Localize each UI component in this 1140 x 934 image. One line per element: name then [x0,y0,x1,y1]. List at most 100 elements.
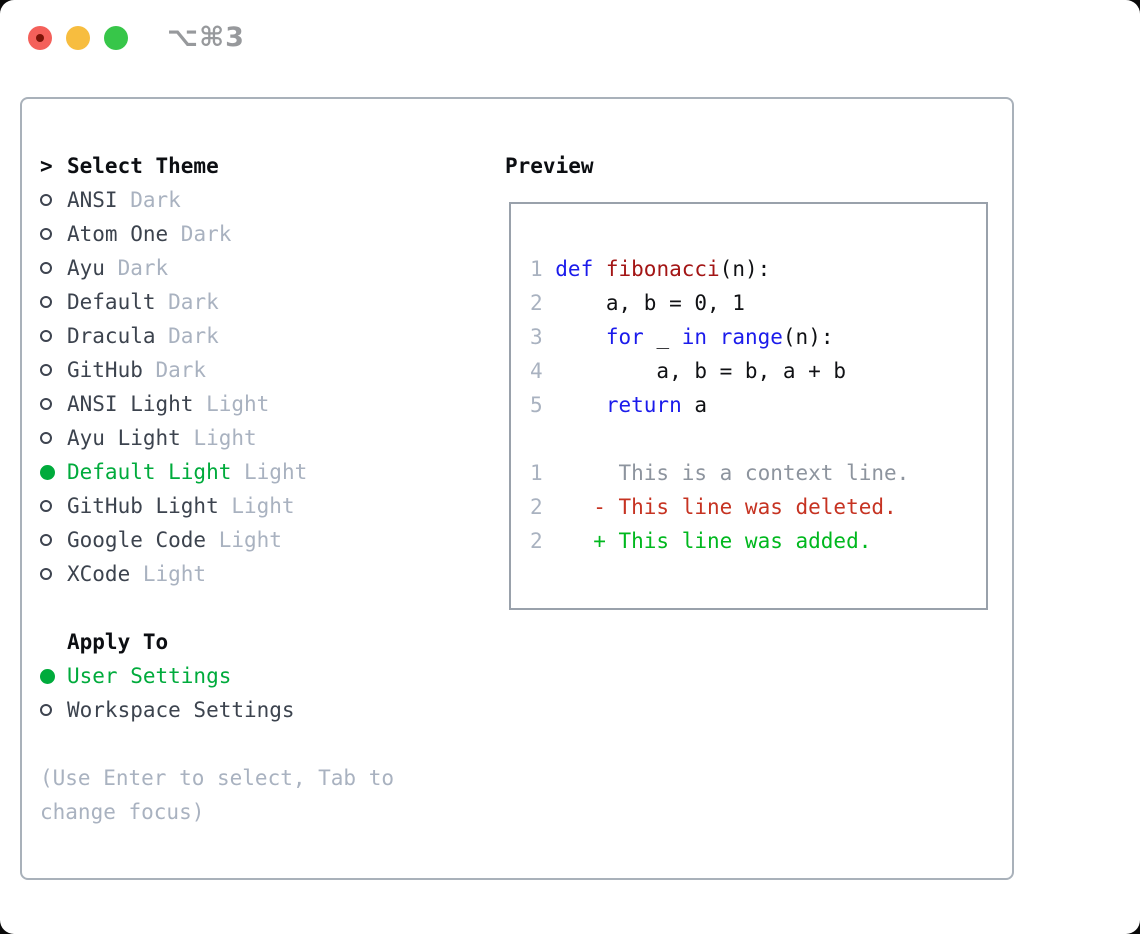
line-number: 1 [530,461,543,485]
token-keyword: for [605,325,644,349]
help-text-line-1: (Use Enter to select, Tab to [40,766,395,790]
preview-line: 1 def fibonacci(n): [530,252,976,286]
option-variant-label: Dark [104,256,169,280]
token-keyword: return [605,393,682,417]
radio-icon [40,364,52,376]
apply-to-option[interactable]: User Settings [40,659,394,693]
theme-option[interactable]: ANSI Light Light [40,387,394,421]
radio-icon [40,228,52,240]
apply-to-title: Apply To [67,630,169,654]
radio-icon [40,194,52,206]
token-text: a, b = b, a + b [555,359,847,383]
line-number: 5 [530,393,543,417]
token-text: a, b = 0, 1 [555,291,745,315]
option-variant-label: Light [180,426,257,450]
option-variant-label: Light [218,494,295,518]
window-title: ⌥⌘3 [167,22,245,53]
diff-context-text: This is a context line. [555,461,910,485]
option-label: Atom One [67,222,169,246]
line-number: 2 [530,529,543,553]
apply-to-option[interactable]: Workspace Settings [40,693,394,727]
theme-option[interactable]: ANSI Dark [40,183,394,217]
theme-option[interactable]: Dracula Dark [40,319,394,353]
radio-icon [40,704,52,716]
token-keyword: def [555,257,594,281]
option-variant-label: Light [130,562,207,586]
option-variant-label: Dark [155,324,219,348]
option-label: Google Code [67,528,207,552]
radio-icon [40,568,52,580]
radio-icon [40,500,52,512]
option-label: XCode [67,562,131,586]
help-text-line-2: change focus) [40,800,205,824]
theme-option[interactable]: XCode Light [40,557,394,591]
token-function: fibonacci [605,257,720,281]
preview-line: 1 This is a context line. [530,456,976,490]
token-text [593,257,606,281]
theme-option[interactable]: Default Dark [40,285,394,319]
radio-icon [40,330,52,342]
theme-option[interactable]: Ayu Light Light [40,421,394,455]
minimize-button[interactable] [66,26,90,50]
theme-option[interactable]: GitHub Dark [40,353,394,387]
apply-to-header: Apply To [40,625,394,659]
option-variant-label: Dark [168,222,232,246]
token-text: _ [643,325,682,349]
zoom-button[interactable] [104,26,128,50]
token-keyword: in [681,325,708,349]
option-label: ANSI [67,188,118,212]
option-label: Default [67,290,156,314]
preview-line: 3 for _ in range(n): [530,320,976,354]
option-variant-label: Light [231,460,308,484]
preview-line [530,422,976,456]
option-label: ANSI Light [67,392,194,416]
theme-option[interactable]: Google Code Light [40,523,394,557]
diff-deleted-text: - This line was deleted. [555,495,897,519]
preview-line: 2 + This line was added. [530,524,976,558]
line-number: 3 [530,325,543,349]
option-variant-label: Light [193,392,270,416]
spacer [40,727,394,761]
line-number: 1 [530,257,543,281]
theme-option[interactable]: GitHub Light Light [40,489,394,523]
option-variant-label: Dark [155,290,219,314]
radio-icon [40,398,52,410]
token-text: a [681,393,708,417]
token-text: (n): [719,257,771,281]
radio-icon [40,262,52,274]
option-variant-label: Dark [142,358,207,382]
option-label: Ayu [67,256,105,280]
line-number: 2 [530,291,543,315]
option-label: GitHub [67,358,143,382]
theme-option[interactable]: Ayu Dark [40,251,394,285]
radio-selected-icon [40,668,55,684]
option-variant-label: Light [206,528,282,552]
preview-line: 4 a, b = b, a + b [530,354,976,388]
diff-added-text: + This line was added. [555,529,872,553]
token-text [555,325,606,349]
preview-line: 5 return a [530,388,976,422]
focus-caret-icon: > [40,154,53,178]
theme-option[interactable]: Atom One Dark [40,217,394,251]
select-theme-header: > Select Theme [40,149,394,183]
radio-icon [40,296,52,308]
option-label: Default Light [67,460,232,484]
option-label: User Settings [67,664,232,688]
unsaved-indicator-dot [36,34,44,42]
token-text [707,325,720,349]
option-label: Ayu Light [67,426,181,450]
radio-icon [40,534,52,546]
radio-icon [40,432,52,444]
close-button[interactable] [28,26,52,50]
spacer [40,591,394,625]
token-text [555,393,606,417]
theme-option[interactable]: Default Light Light [40,455,394,489]
token-text: (n): [782,325,834,349]
select-theme-title: Select Theme [67,154,219,178]
preview-line: 2 a, b = 0, 1 [530,286,976,320]
